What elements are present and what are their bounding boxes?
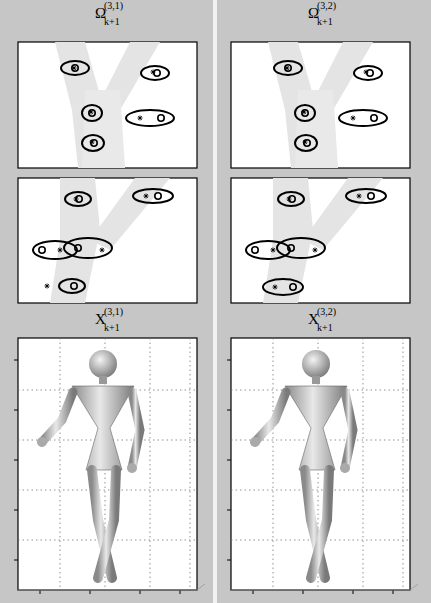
- panel-superscript: (3,1): [104, 307, 123, 317]
- panel-subscript: k+1: [317, 17, 333, 27]
- panel-superscript: (3,2): [317, 307, 336, 317]
- panel-subscript: k+1: [104, 323, 120, 333]
- panel-superscript: (3,1): [104, 1, 123, 11]
- panel-subscript: k+1: [104, 17, 120, 27]
- panel-subscript: k+1: [317, 323, 333, 333]
- panel-superscript: (3,2): [317, 1, 336, 11]
